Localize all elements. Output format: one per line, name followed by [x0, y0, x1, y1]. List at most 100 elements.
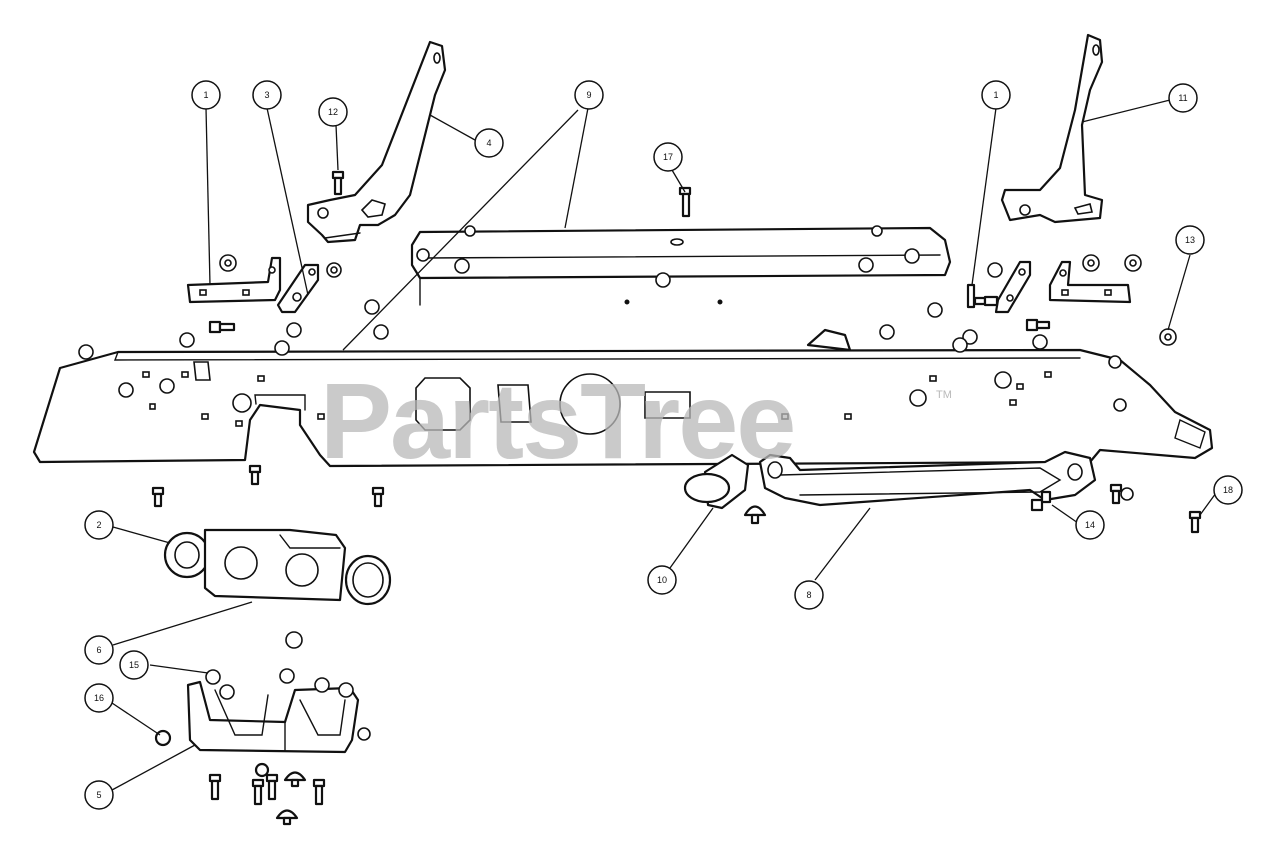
- callout-3: 3: [252, 80, 282, 110]
- nut: [338, 682, 354, 698]
- nut: [357, 727, 371, 741]
- callout-label: 8: [806, 590, 811, 600]
- callout-label: 2: [96, 520, 101, 530]
- callout-9: 9: [574, 80, 604, 110]
- callout-label: 16: [94, 693, 104, 703]
- callout-1-right: 1: [981, 80, 1011, 110]
- callout-label: 14: [1085, 520, 1095, 530]
- bolt: [265, 773, 279, 801]
- hinge-plate-left: [276, 263, 320, 314]
- bolt: [678, 186, 692, 218]
- nut: [1120, 487, 1134, 501]
- bolt: [1025, 318, 1051, 332]
- upper-rear-panel: [410, 226, 952, 306]
- callout-5: 5: [84, 780, 114, 810]
- nut: [962, 329, 978, 345]
- nut: [179, 332, 195, 348]
- callout-4: 4: [474, 128, 504, 158]
- nut: [286, 322, 302, 338]
- bolt: [251, 778, 265, 806]
- bolt: [208, 320, 236, 334]
- nut: [285, 631, 303, 649]
- nut: [416, 248, 430, 262]
- upper-right-mount-bracket: [1000, 33, 1104, 224]
- callout-label: 5: [96, 790, 101, 800]
- nut: [219, 254, 237, 272]
- bolt: [1188, 510, 1202, 534]
- main-dash-panel: [32, 328, 1214, 468]
- callout-1-left: 1: [191, 80, 221, 110]
- callout-label: 13: [1185, 235, 1195, 245]
- bolt: [1030, 490, 1052, 512]
- callout-label: 15: [129, 660, 139, 670]
- callout-label: 1: [993, 90, 998, 100]
- nut: [326, 262, 342, 278]
- callout-label: 9: [586, 90, 591, 100]
- callout-11: 11: [1168, 83, 1198, 113]
- callout-label: 11: [1178, 93, 1187, 103]
- nut: [871, 225, 883, 237]
- bolt: [312, 778, 326, 806]
- callout-16: 16: [84, 683, 114, 713]
- callout-8: 8: [794, 580, 824, 610]
- watermark: PartsTree TM: [320, 360, 952, 481]
- callout-label: 6: [96, 645, 101, 655]
- nut: [274, 340, 290, 356]
- small-l-bracket-right: [1048, 260, 1132, 304]
- nut: [454, 258, 470, 274]
- nut: [879, 324, 895, 340]
- callout-6: 6: [84, 635, 114, 665]
- nut: [952, 337, 968, 353]
- nut: [927, 302, 943, 318]
- fasteners: [78, 170, 1202, 826]
- callout-14: 14: [1075, 510, 1105, 540]
- nut: [219, 684, 235, 700]
- nut: [987, 262, 1003, 278]
- nut: [858, 257, 874, 273]
- callout-2: 2: [84, 510, 114, 540]
- callout-17: 17: [653, 142, 683, 172]
- nut: [1032, 334, 1048, 350]
- nut: [205, 669, 221, 685]
- callout-label: 10: [657, 575, 667, 585]
- nut: [655, 272, 671, 288]
- nut: [1124, 254, 1142, 272]
- nut: [279, 668, 295, 684]
- bolt: [151, 486, 165, 508]
- nut: [78, 344, 94, 360]
- callout-10: 10: [647, 565, 677, 595]
- hinge-plate-right: [994, 260, 1032, 314]
- nut: [364, 299, 380, 315]
- nut: [1159, 328, 1177, 346]
- upper-left-mount-bracket: [306, 40, 447, 244]
- bolt: [973, 295, 999, 307]
- callout-15: 15: [119, 650, 149, 680]
- nut: [314, 677, 330, 693]
- cap-screw: [743, 505, 767, 525]
- callout-12: 12: [318, 97, 348, 127]
- callout-label: 1: [203, 90, 208, 100]
- bolt: [208, 773, 222, 801]
- callout-13: 13: [1175, 225, 1205, 255]
- callout-18: 18: [1213, 475, 1243, 505]
- nut: [904, 248, 920, 264]
- bolt: [331, 170, 345, 196]
- bolt: [1109, 483, 1123, 505]
- nut: [373, 324, 389, 340]
- bolt: [248, 464, 262, 486]
- cap-screw: [283, 771, 307, 788]
- bolt: [371, 486, 385, 508]
- callout-label: 12: [328, 107, 338, 117]
- callout-label: 18: [1223, 485, 1233, 495]
- small-l-bracket-left: [186, 256, 282, 304]
- callout-label: 3: [264, 90, 269, 100]
- nut: [1108, 355, 1122, 369]
- nut: [464, 225, 476, 237]
- lower-latch-bracket: [186, 680, 360, 754]
- nut: [1082, 254, 1100, 272]
- pivot-block-assembly: [163, 528, 392, 606]
- cap-screw: [275, 809, 299, 826]
- watermark-trademark: TM: [936, 389, 952, 401]
- callout-label: 4: [486, 138, 491, 148]
